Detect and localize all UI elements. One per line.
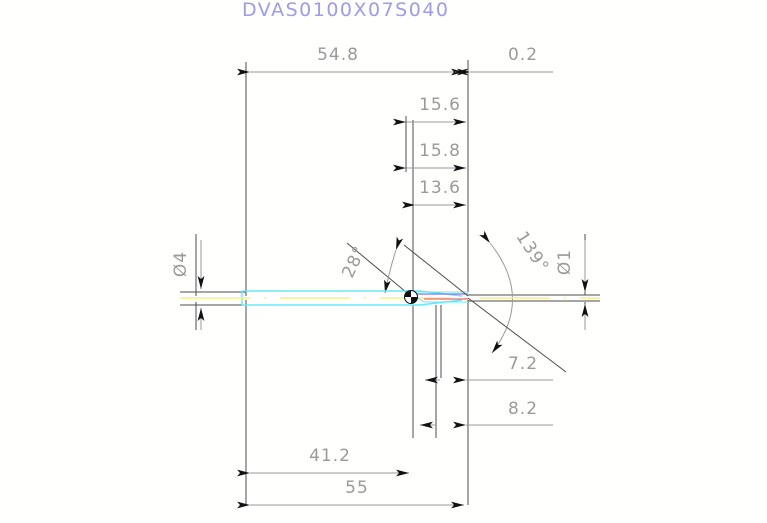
dim-label-54-8: 54.8 (317, 45, 359, 65)
drawing-title: DVAS0100X07S040 (242, 0, 450, 21)
dim-label-8-2: 8.2 (508, 399, 538, 419)
dimension-diameter-1: Ø1 (555, 240, 589, 330)
dimension-55: 55 (237, 478, 464, 509)
dimension-0-2: 0.2 (455, 45, 553, 76)
dimension-7-2: 7.2 (425, 354, 553, 384)
cone-leader-lines (403, 244, 567, 373)
dimension-41-2: 41.2 (237, 446, 409, 477)
dimension-angle-28: 28° (338, 236, 413, 298)
angle-28-arc (384, 236, 404, 294)
dimension-8-2: 8.2 (420, 399, 553, 429)
dim-label-angle-139: 139° (512, 228, 553, 277)
helper-lines-group (180, 291, 600, 306)
dim-label-55: 55 (345, 478, 369, 498)
extension-lines-group (195, 60, 586, 505)
dim-label-15-6: 15.6 (419, 95, 461, 115)
dimension-angle-139: 139° (479, 228, 553, 354)
part-tip-detail (408, 291, 468, 303)
snap-marker-quadrant-tl (404, 290, 411, 297)
dim-label-41-2: 41.2 (309, 446, 351, 466)
dimension-15-6: 15.6 (393, 95, 466, 128)
cone-leader-upper (403, 244, 469, 297)
dim-label-0-2: 0.2 (508, 45, 538, 65)
dim-label-13-6: 13.6 (419, 178, 461, 198)
cone-leader-lower (467, 297, 567, 373)
dim-label-dia1: Ø1 (555, 249, 575, 275)
dim-label-7-2: 7.2 (508, 354, 538, 374)
dimension-diameter-4: Ø4 (171, 240, 205, 330)
snap-marker-quadrant-br (411, 297, 418, 304)
dim-label-dia4: Ø4 (171, 251, 191, 277)
dimension-13-6: 13.6 (402, 178, 466, 209)
dim-label-angle-28: 28° (338, 243, 370, 281)
dimension-15-8: 15.8 (393, 120, 466, 172)
dimension-54-8: 54.8 (237, 45, 464, 76)
snap-point-marker (404, 290, 418, 304)
dim-label-15-8: 15.8 (419, 141, 461, 161)
